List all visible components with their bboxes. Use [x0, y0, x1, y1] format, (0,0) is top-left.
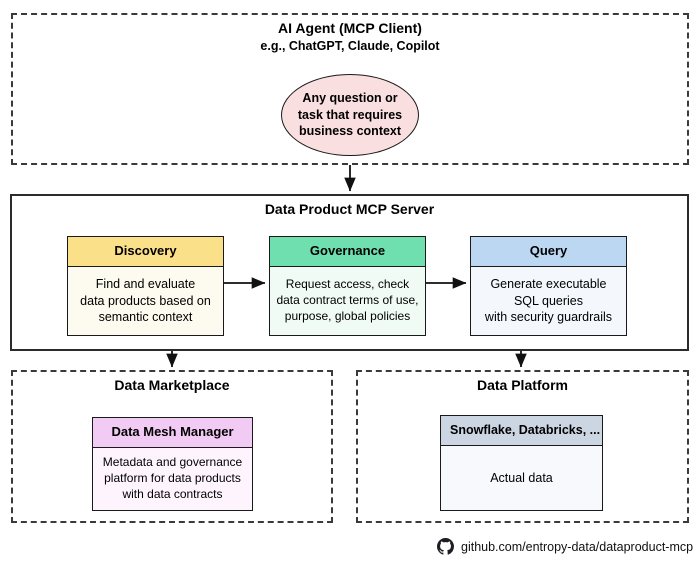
card-query-body: Generate executable SQL queries with sec… [471, 267, 626, 335]
card-query-header: Query [471, 237, 626, 267]
footer-repo-url: github.com/entropy-data/dataproduct-mcp [461, 539, 694, 554]
github-icon [437, 538, 454, 555]
card-data-platform-store-header: Snowflake, Databricks, ... [441, 416, 602, 446]
card-data-mesh-manager-header: Data Mesh Manager [93, 418, 252, 448]
card-data-mesh-manager[interactable]: Data Mesh Manager Metadata and governanc… [92, 417, 253, 511]
card-governance[interactable]: Governance Request access, check data co… [269, 236, 426, 336]
card-discovery[interactable]: Discovery Find and evaluate data product… [67, 236, 224, 336]
card-discovery-header: Discovery [68, 237, 223, 267]
ai-agent-title: AI Agent (MCP Client) [278, 20, 422, 36]
data-marketplace-title: Data Marketplace [114, 377, 230, 393]
mcp-server-title: Data Product MCP Server [264, 201, 435, 217]
group-ai-agent [11, 13, 689, 165]
ai-agent-subtitle: e.g., ChatGPT, Claude, Copilot [260, 39, 440, 53]
card-data-mesh-manager-body: Metadata and governance platform for dat… [93, 448, 252, 510]
card-governance-body: Request access, check data contract term… [270, 267, 425, 335]
group-data-marketplace [11, 370, 333, 523]
card-discovery-body: Find and evaluate data products based on… [68, 267, 223, 335]
group-data-platform [356, 370, 689, 523]
card-governance-header: Governance [270, 237, 425, 267]
card-data-platform-store-body: Actual data [441, 446, 602, 510]
footer-repo-link[interactable]: github.com/entropy-data/dataproduct-mcp [437, 538, 693, 555]
card-query[interactable]: Query Generate executable SQL queries wi… [470, 236, 627, 336]
card-data-platform-store[interactable]: Snowflake, Databricks, ... Actual data [440, 415, 603, 511]
data-platform-title: Data Platform [476, 377, 569, 393]
user-question-bubble: Any question or task that requires busin… [281, 74, 419, 156]
